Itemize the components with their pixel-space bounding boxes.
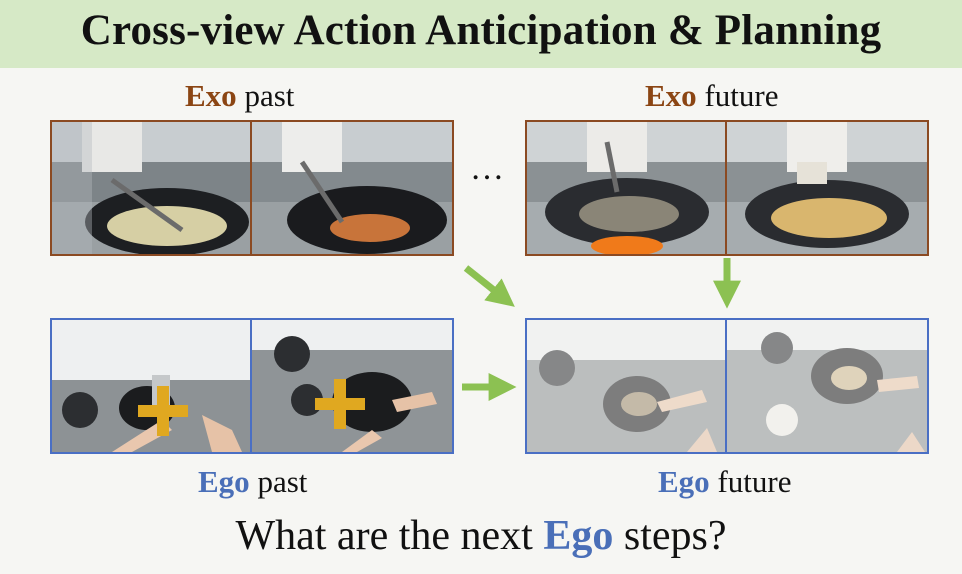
exo-future-label: Exo future <box>645 78 778 114</box>
ellipsis: … <box>470 150 504 187</box>
question-after: steps? <box>613 513 727 559</box>
exo-past-to-ego-future-arrow <box>463 265 515 307</box>
ego-future-image <box>527 320 927 452</box>
ego-past-image <box>52 320 452 452</box>
ego-future-label: Ego future <box>658 464 791 500</box>
ego-keyword: Ego <box>198 464 250 499</box>
exo-past-label: Exo past <box>185 78 294 114</box>
frame-divider <box>725 122 727 254</box>
ego-past-frames <box>50 318 454 454</box>
exo-past-frames <box>50 120 454 256</box>
title-banner <box>0 0 962 68</box>
exo-keyword: Exo <box>185 78 237 113</box>
frame-divider <box>250 320 252 452</box>
crosshair-marker <box>138 386 188 436</box>
question-before: What are the next <box>235 513 544 559</box>
past-word: past <box>244 78 295 113</box>
ego-past-label: Ego past <box>198 464 307 500</box>
figure-title: Cross-view Action Anticipation & Plannin… <box>80 7 882 54</box>
ego-keyword: Ego <box>658 464 710 499</box>
past-word: past <box>257 464 308 499</box>
question-keyword: Ego <box>543 513 614 559</box>
exo-past-image <box>52 122 452 254</box>
frame-divider <box>250 122 252 254</box>
future-word: future <box>704 78 779 113</box>
future-word: future <box>717 464 792 499</box>
crosshair-marker <box>315 379 365 429</box>
question-text: What are the next Ego steps? <box>0 512 962 560</box>
exo-future-image <box>527 122 927 254</box>
frame-divider <box>725 320 727 452</box>
exo-future-frames <box>525 120 929 256</box>
exo-keyword: Exo <box>645 78 697 113</box>
ego-future-frames <box>525 318 929 454</box>
